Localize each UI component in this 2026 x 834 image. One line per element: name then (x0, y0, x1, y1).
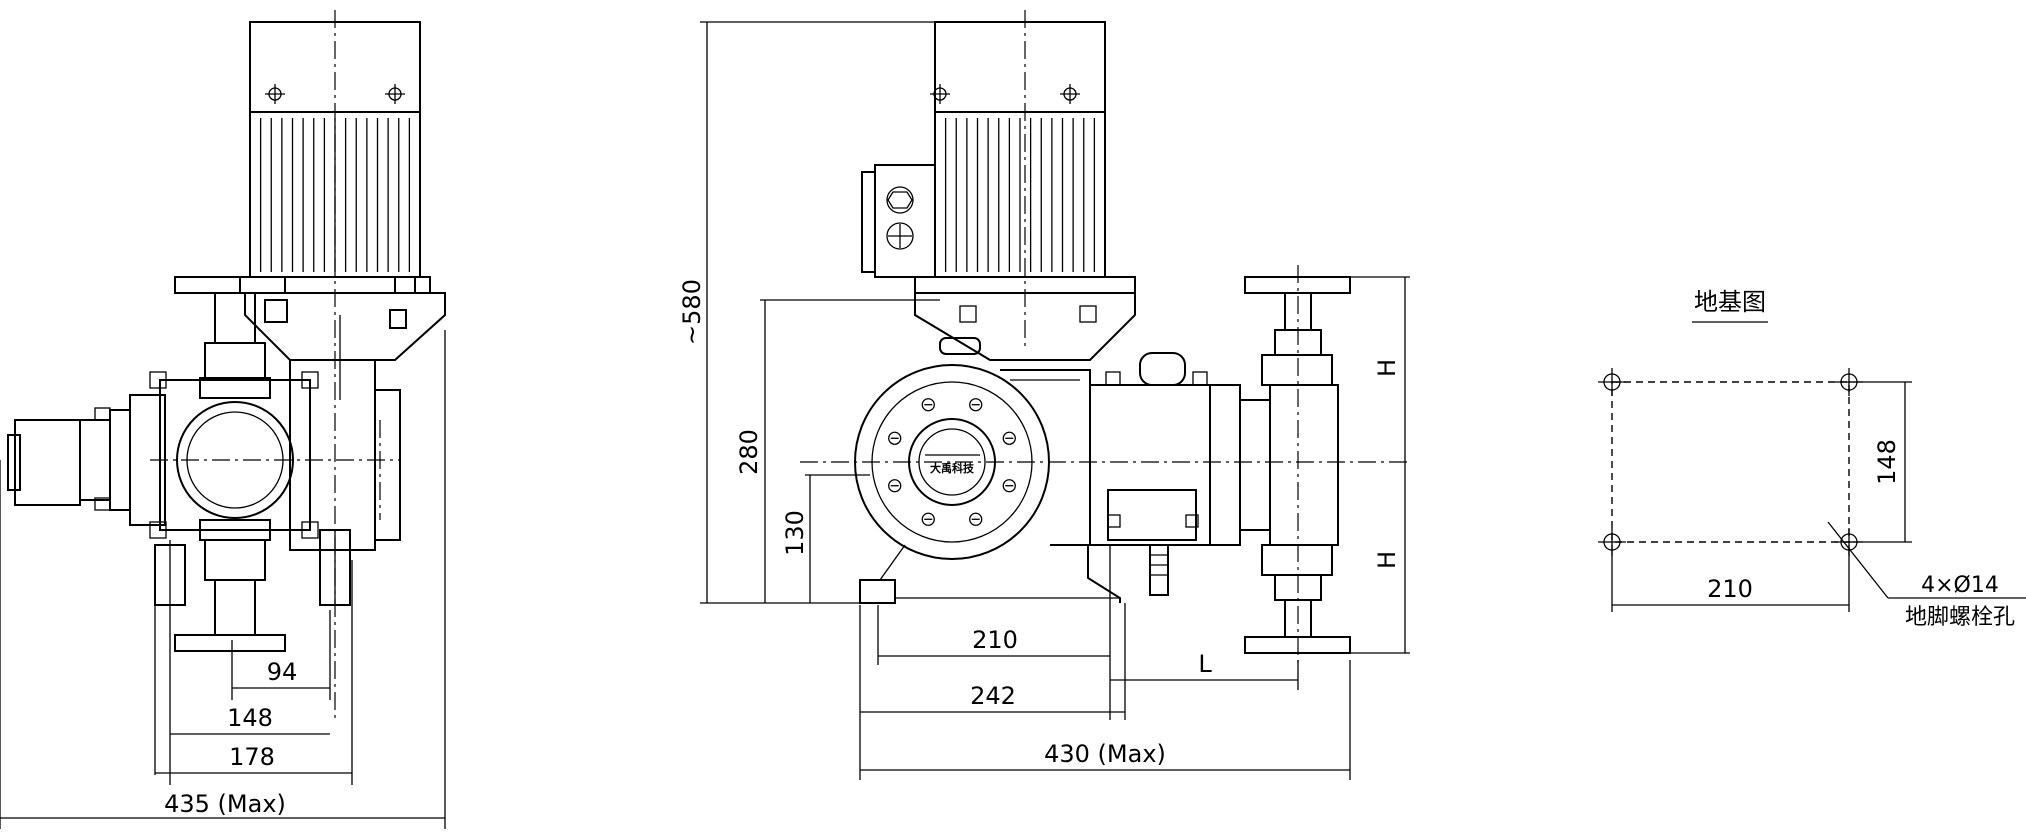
dim-178: 178 (229, 743, 275, 771)
anchor-bolt-holes (1598, 368, 1863, 556)
lower-pipe-flange (174, 634, 286, 652)
upper-pipe-flange (174, 276, 286, 294)
lower-pipe (214, 579, 256, 636)
dim-242: 242 (970, 682, 1016, 710)
top-knob (1139, 352, 1186, 386)
dim-H-upper: H (1373, 359, 1401, 377)
foundation-outline (1611, 381, 1850, 543)
dial-bolt-icon (921, 398, 935, 412)
side-view: 大禹科技 (678, 10, 1410, 780)
dial-bolts (888, 398, 1016, 526)
nameplate-brand: 大禹科技 (930, 461, 975, 475)
foundation-plan-title: 地基图 (1694, 288, 1766, 316)
foundation-dim-148: 148 (1873, 439, 1901, 485)
motor-top-cover (934, 21, 1106, 113)
dim-430-max: 430 (Max) (1044, 740, 1166, 768)
foundation-dim-210: 210 (1707, 575, 1753, 603)
dim-280: 280 (735, 429, 763, 475)
dial-bolt-icon (888, 431, 902, 445)
pump-head-port (176, 401, 294, 519)
front-view: 94 148 178 435 (Max) (0, 10, 446, 829)
dial-bolt-icon (1002, 479, 1016, 493)
motor-cooling-fins (944, 118, 1096, 272)
dim-580: ~580 (678, 279, 706, 345)
foundation-plan: 地基图 148 210 4×Ø14 地脚螺栓孔 (1598, 288, 2026, 630)
motor-cooling-fins (259, 118, 411, 272)
dial-bolt-icon (969, 398, 983, 412)
pump-head (159, 379, 311, 531)
dim-210: 210 (972, 626, 1018, 654)
dim-148: 148 (227, 704, 273, 732)
motor-bolt-right (385, 84, 405, 104)
dial-bolt-icon (888, 479, 902, 493)
motor-bolt-left (265, 84, 285, 104)
dim-435-max: 435 (Max) (164, 790, 286, 818)
dim-L: L (1198, 650, 1212, 678)
dial-bolt-icon (1002, 431, 1016, 445)
dial-bolt-icon (921, 512, 935, 526)
hole-spec: 4×Ø14 (1921, 573, 1999, 598)
adjustment-knob (14, 419, 81, 506)
motor-bolt-left (930, 84, 950, 104)
dim-130: 130 (781, 510, 809, 556)
terminal-box (874, 164, 936, 278)
hole-label: 地脚螺栓孔 (1905, 605, 2015, 630)
motor-bolt-right (1060, 84, 1080, 104)
dim-H-lower: H (1373, 551, 1401, 569)
dim-94: 94 (267, 658, 298, 686)
dial-bolt-icon (969, 512, 983, 526)
